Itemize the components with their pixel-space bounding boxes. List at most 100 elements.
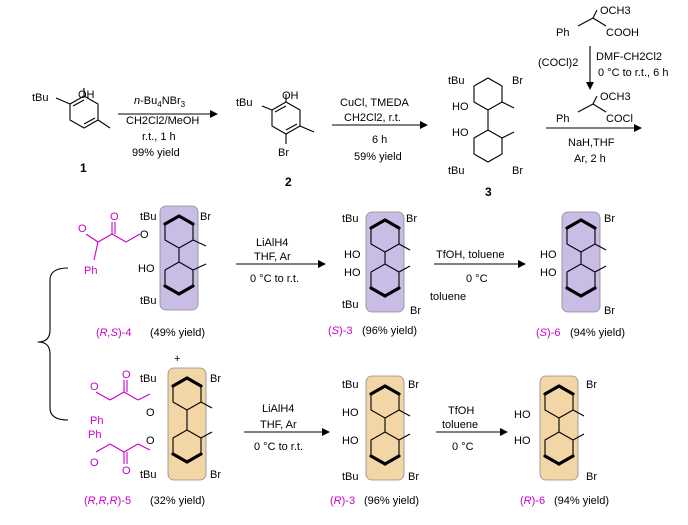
r6-br-top: Br	[586, 379, 597, 391]
c1-oh-label: OH	[78, 89, 95, 101]
arrow-reduction-r: LiAlH4 THF, Ar 0 °C to r.t.	[244, 403, 330, 453]
r3-tbu-top: tBu	[342, 379, 359, 391]
step1-conditions: r.t., 1 h	[142, 131, 176, 143]
rrr5-o4: O	[122, 465, 131, 477]
compound-2: OH tBu Br 2	[236, 90, 315, 189]
rrr5-ph2: Ph	[88, 429, 101, 441]
arrow-reduction-s: LiAlH4 THF, Ar 0 °C to r.t.	[236, 237, 326, 285]
plus-sign: +	[174, 353, 180, 365]
step1-bu: -Bu	[140, 95, 157, 107]
c2-br-label: Br	[278, 147, 289, 159]
rs4-ester-o: O	[140, 229, 149, 241]
acid-cocl: COCl	[606, 113, 633, 125]
c3-br-bot: Br	[512, 165, 523, 177]
acid-chloride-prep: OCH3 Ph COOH (COCl)2 DMF-CH2Cl2 0 °C to …	[538, 5, 668, 125]
acid-oxalyl: (COCl)2	[538, 57, 578, 69]
arrow-dealkylation-r: TfOH toluene 0 °C	[436, 405, 508, 453]
rrr5-o1: O	[90, 381, 99, 393]
arrow-step3: NaH,THF Ar, 2 h	[546, 124, 642, 165]
c3-label: 3	[485, 185, 492, 199]
c3-ho-top: HO	[452, 101, 469, 113]
c2-label: 2	[285, 175, 292, 189]
acid-cond1: DMF-CH2Cl2	[596, 51, 662, 63]
svg-text:n-Bu4NBr3: n-Bu4NBr3	[134, 95, 186, 109]
rrr5-yield: (32% yield)	[150, 495, 205, 507]
rs4-tbu-bot: tBu	[140, 295, 157, 307]
compound-R-6: Br HO HO Br (R)-6 (94% yield)	[514, 375, 609, 507]
c2-oh-label: OH	[282, 90, 299, 102]
c1-label: 1	[80, 161, 87, 175]
r6-yield: (94% yield)	[554, 495, 609, 507]
s6-label: (S)-6	[536, 327, 560, 339]
rs4-methoxy-o: O	[78, 223, 87, 235]
red-r-solvent: THF, Ar	[260, 419, 297, 431]
r3-label: (R)-3	[330, 495, 355, 507]
rrr5-tbu-bot: tBu	[140, 469, 157, 481]
rs4-tbu-top: tBu	[140, 211, 157, 223]
compound-S-6: Br HO HO Br (S)-6 (94% yield)	[536, 211, 625, 339]
step1-yield: 99% yield	[132, 147, 180, 159]
compound-RS-4: O O Ph O tBu Br HO tBu (R,S)-4 (49% yiel…	[78, 205, 211, 339]
rrr5-o2: O	[122, 369, 131, 381]
r3-tbu-bot: tBu	[342, 471, 359, 483]
step1-solvent: CH2Cl2/MeOH	[126, 115, 199, 127]
step3-base: NaH,THF	[568, 137, 615, 149]
s3-yield: (96% yield)	[362, 325, 417, 337]
acid-ph: Ph	[556, 27, 569, 39]
c1-tbu-label: tBu	[32, 92, 49, 104]
step2-solvent: CH2Cl2, r.t.	[344, 112, 401, 124]
step1-sub3: 3	[181, 100, 186, 109]
compound-R-3: tBu Br HO HO tBu Br (R)-3 (96% yield)	[330, 375, 419, 507]
r6-label: (R)-6	[520, 495, 545, 507]
deal-r-temp: 0 °C	[452, 441, 474, 453]
c3-br-top: Br	[512, 75, 523, 87]
acid-cooh: COOH	[606, 27, 639, 39]
s6-yield: (94% yield)	[570, 327, 625, 339]
r6-ho-bot: HO	[514, 435, 531, 447]
acid-ph-b: Ph	[556, 113, 569, 125]
separation-brace	[37, 267, 69, 421]
rs4-ho: HO	[138, 263, 155, 275]
s6-ho-bot: HO	[540, 267, 557, 279]
step2-yield: 59% yield	[354, 151, 402, 163]
c2-tbu-label: tBu	[236, 97, 253, 109]
step1-sub4: 4	[157, 100, 162, 109]
step3-cond: Ar, 2 h	[574, 153, 606, 165]
s3-br-top: Br	[406, 213, 417, 225]
red-s-temp: 0 °C to r.t.	[250, 273, 299, 285]
red-s-reagent: LiAlH4	[256, 237, 288, 249]
r3-br-bot: Br	[408, 471, 419, 483]
step2-time: 6 h	[372, 134, 387, 146]
s6-br-bot: Br	[604, 305, 615, 317]
s3-ho-top: HO	[344, 249, 361, 261]
rrr5-tbu-top: tBu	[140, 373, 157, 385]
c3-tbu-bot: tBu	[448, 165, 465, 177]
arrow-dealkylation-s: TfOH, toluene 0 °C toluene	[430, 249, 526, 303]
r3-ho-bot: HO	[342, 435, 359, 447]
compound-1: OH tBu 1	[32, 88, 111, 175]
s3-ho-bot: HO	[344, 267, 361, 279]
r6-br-bot: Br	[586, 471, 597, 483]
s3-tbu-top: tBu	[342, 213, 359, 225]
rs4-ph: Ph	[84, 265, 97, 277]
arrow-step1: n-Bu4NBr3 CH2Cl2/MeOH r.t., 1 h 99% yiel…	[118, 95, 218, 159]
deal-s-solvent-note: toluene	[430, 291, 466, 303]
s6-br-top: Br	[604, 213, 615, 225]
rrr5-ester-o1: O	[146, 407, 155, 419]
rrr5-label: (R,R,R)-5	[84, 495, 131, 507]
step1-n: n	[134, 95, 140, 107]
s6-ho-top: HO	[540, 249, 557, 261]
acid-och3-b: OCH3	[600, 91, 631, 103]
rrr5-ester-o2: O	[146, 435, 155, 447]
rrr5-o3: O	[90, 457, 99, 469]
s3-label: (S)-3	[328, 325, 352, 337]
red-r-reagent: LiAlH4	[262, 403, 294, 415]
rs4-carbonyl-o: O	[110, 211, 119, 223]
r3-yield: (96% yield)	[364, 495, 419, 507]
arrow-step2: CuCl, TMEDA CH2Cl2, r.t. 6 h 59% yield	[332, 97, 428, 163]
red-r-temp: 0 °C to r.t.	[254, 441, 303, 453]
deal-s-temp: 0 °C	[466, 273, 488, 285]
deal-r-solvent: toluene	[442, 419, 478, 431]
s3-br-bot: Br	[410, 305, 421, 317]
